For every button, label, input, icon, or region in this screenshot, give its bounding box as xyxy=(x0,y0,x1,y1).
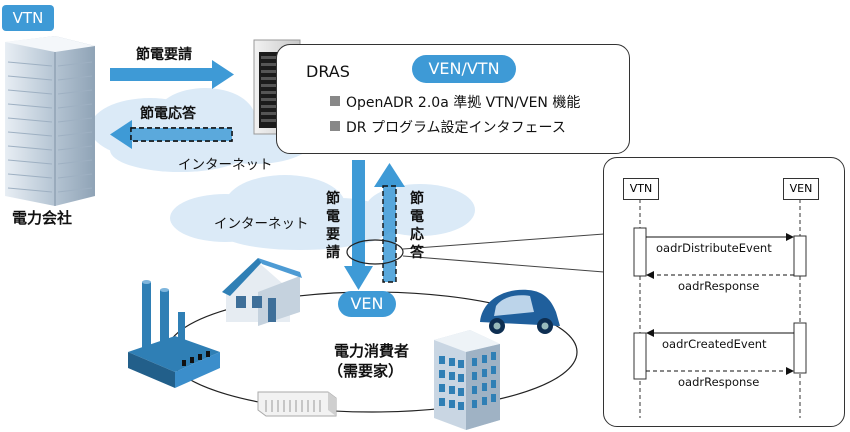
activation-bar xyxy=(633,227,647,277)
message-label: oadrCreatedEvent xyxy=(662,337,767,351)
activation-bar xyxy=(793,322,807,374)
dr-response-arrow xyxy=(110,120,233,149)
message-label: oadrDistributeEvent xyxy=(656,241,772,255)
dr-request-vertical-label: 節電要請 xyxy=(326,191,340,261)
air-conditioner-icon xyxy=(257,391,337,417)
electric-car-icon xyxy=(480,289,560,334)
dr-response-vertical-label: 節電応答 xyxy=(410,191,424,261)
dras-feature-1: OpenADR 2.0a 準拠 VTN/VEN 機能 xyxy=(330,92,580,112)
dras-feature-2: DR プログラム設定インタフェース xyxy=(330,117,566,137)
dras-title: DRAS xyxy=(306,62,350,81)
consumer-label: 電力消費者 xyxy=(334,342,410,360)
zoom-ellipse xyxy=(346,239,404,265)
vtn-badge: VTN xyxy=(2,5,54,31)
message-label: oadrResponse xyxy=(678,375,760,389)
lifeline-head-vtn: VTN xyxy=(623,178,659,200)
ven-vtn-badge: VEN/VTN xyxy=(412,55,516,83)
consumer-sub-label: （需要家） xyxy=(328,362,404,380)
message-label: oadrResponse xyxy=(678,279,760,293)
dr-request-arrow xyxy=(110,60,234,89)
bullet-icon xyxy=(330,121,340,131)
office-building-icon xyxy=(5,36,95,206)
lifeline-head-ven: VEN xyxy=(783,178,819,200)
bullet-icon xyxy=(330,96,340,106)
power-company-label: 電力会社 xyxy=(12,209,73,227)
dr-response-up-arrow xyxy=(374,163,405,283)
connector-line xyxy=(402,255,605,273)
office-tower-icon xyxy=(434,330,500,430)
house-icon xyxy=(222,258,302,326)
ven-badge: VEN xyxy=(338,291,396,317)
connector-line xyxy=(402,233,605,250)
internet-label-top: インターネット xyxy=(178,157,273,173)
sequence-diagram-box xyxy=(603,157,845,427)
dr-response-label: 節電応答 xyxy=(140,106,196,122)
activation-bar xyxy=(633,332,647,380)
internet-label-mid: インターネット xyxy=(214,216,309,232)
factory-icon xyxy=(128,280,220,388)
activation-bar xyxy=(793,235,807,277)
dr-request-label: 節電要請 xyxy=(136,47,192,63)
